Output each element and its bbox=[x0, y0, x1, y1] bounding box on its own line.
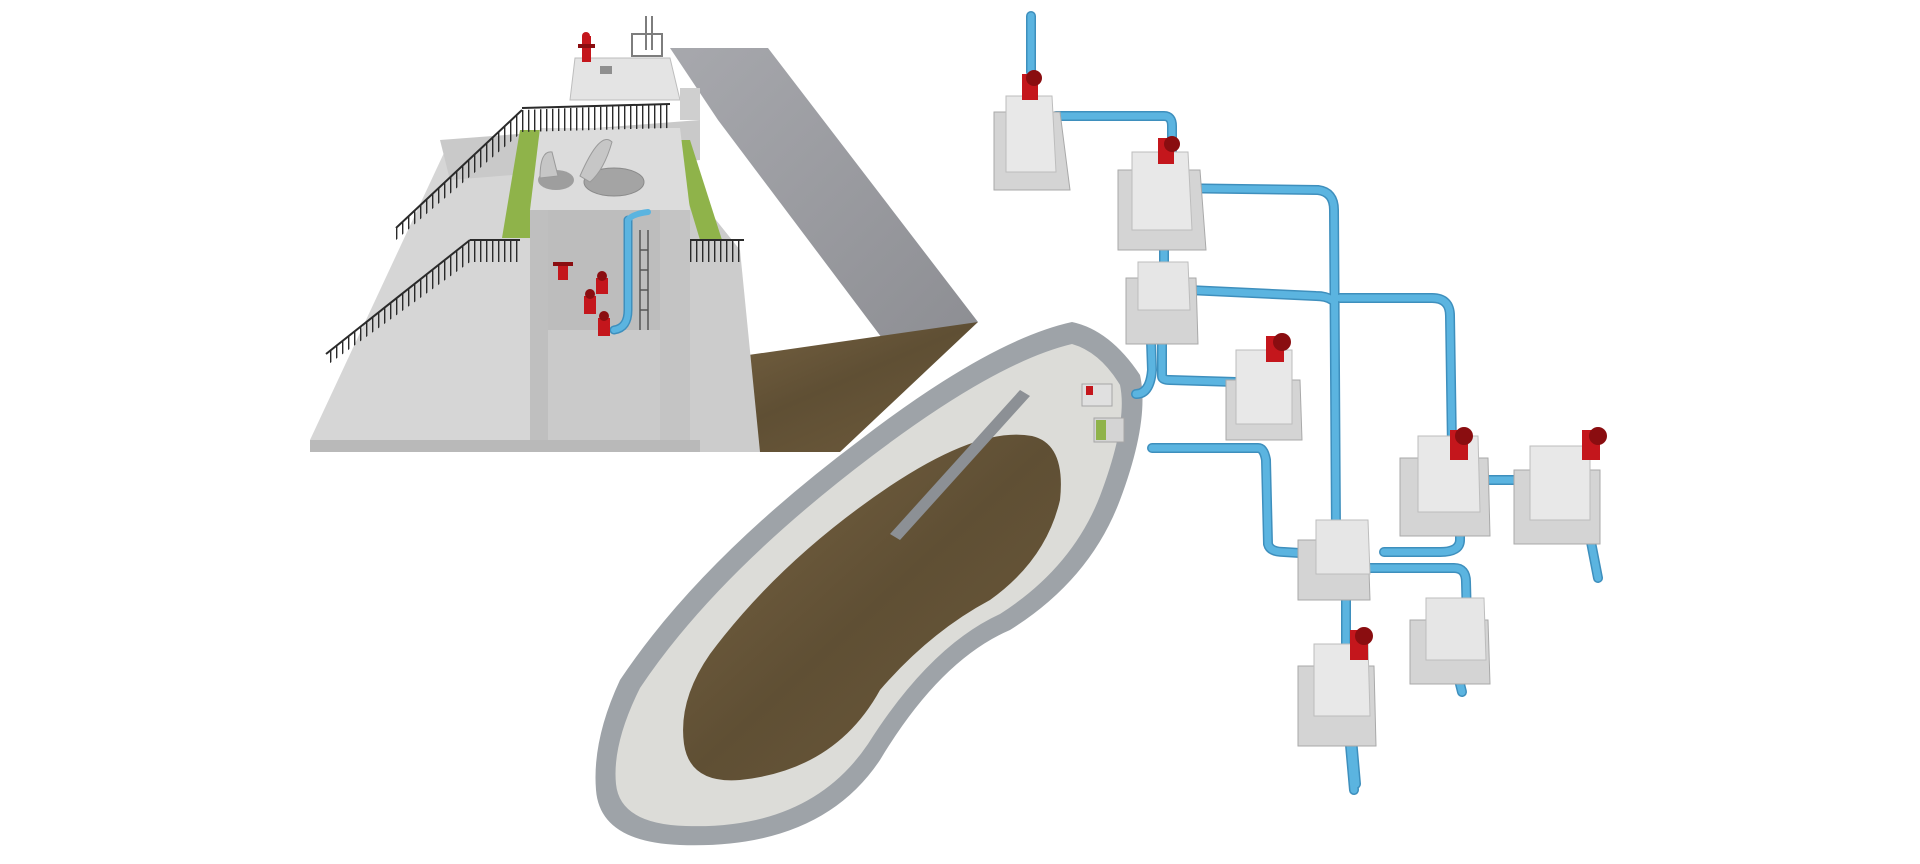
railing-upper-rail bbox=[521, 103, 671, 109]
red-valve-icon bbox=[553, 262, 573, 280]
chamber-wall-right bbox=[660, 210, 690, 440]
control-kiosk-side bbox=[680, 88, 700, 120]
basin-soil-bed bbox=[683, 434, 1061, 781]
hatch-lid bbox=[539, 151, 559, 179]
gravel-road bbox=[670, 48, 978, 362]
railing-lower bbox=[326, 240, 520, 366]
red-valve-icon bbox=[598, 311, 610, 336]
red-valve-icon bbox=[584, 289, 596, 314]
chamber-node bbox=[1399, 427, 1491, 537]
junction-node bbox=[1409, 597, 1491, 685]
retention-basin bbox=[595, 322, 1143, 846]
ladder-icon bbox=[639, 230, 649, 330]
red-valve-icon bbox=[1582, 427, 1607, 460]
shaft bbox=[548, 330, 660, 440]
base-slab bbox=[310, 440, 700, 452]
junction-node bbox=[1125, 261, 1199, 345]
red-valve-icon bbox=[1086, 386, 1093, 395]
railing-upper-rail bbox=[395, 109, 523, 229]
red-valve-icon bbox=[1158, 136, 1180, 164]
hatch-lid bbox=[579, 139, 613, 183]
railing-lower-rail bbox=[325, 239, 471, 355]
chamber-wall-left bbox=[530, 210, 548, 440]
control-kiosk bbox=[569, 57, 681, 101]
chamber-node bbox=[1117, 136, 1207, 251]
red-valve-icon bbox=[1266, 333, 1291, 362]
antenna-mast bbox=[631, 16, 663, 57]
riser-pipe bbox=[625, 209, 651, 223]
chamber-node bbox=[1225, 333, 1303, 441]
pump-station-cutaway bbox=[310, 16, 978, 452]
red-valve-icon bbox=[1350, 627, 1373, 660]
red-valve-icon bbox=[1022, 70, 1042, 100]
chamber-node bbox=[1513, 427, 1607, 545]
kiosk-vent bbox=[600, 66, 612, 74]
manhole-hatch-icon bbox=[583, 167, 645, 197]
riser-pipe bbox=[611, 217, 631, 333]
outlet-grass bbox=[1096, 420, 1106, 440]
chamber-node bbox=[1297, 627, 1377, 747]
red-valve-icon bbox=[1450, 427, 1473, 460]
chamber-node bbox=[993, 70, 1071, 191]
red-valve-icon bbox=[596, 271, 608, 294]
inlet-channel bbox=[890, 390, 1030, 540]
distribution-network bbox=[993, 11, 1607, 795]
red-hydrant-icon bbox=[578, 32, 595, 62]
junction-node bbox=[1297, 519, 1371, 601]
railing-right bbox=[690, 240, 744, 262]
railing-upper bbox=[396, 104, 670, 240]
